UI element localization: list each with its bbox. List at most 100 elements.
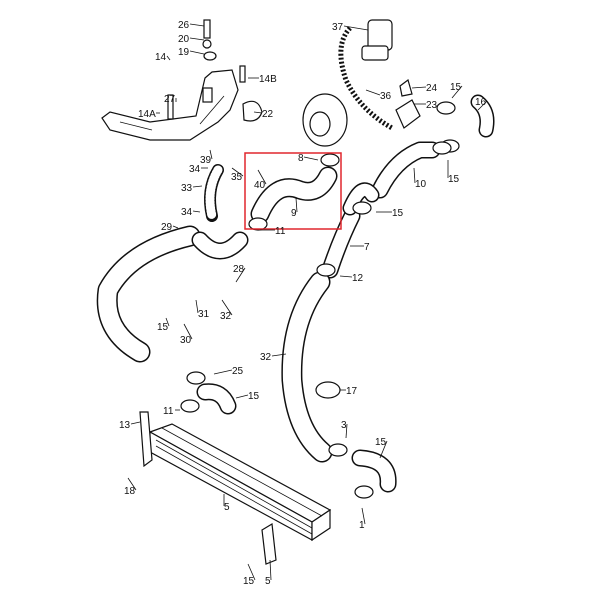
callout-15: 15 xyxy=(248,391,260,402)
ring-25 xyxy=(315,381,341,399)
callout-5: 5 xyxy=(265,576,271,587)
callout-31: 31 xyxy=(198,309,210,320)
hose-clamp xyxy=(328,443,348,457)
leader-line xyxy=(209,149,213,160)
turbocharger xyxy=(302,93,348,147)
leader-line xyxy=(257,169,267,185)
callout-32: 32 xyxy=(220,311,232,322)
callout-14A: 14A xyxy=(138,109,156,120)
callout-36: 36 xyxy=(380,91,392,102)
leader-line xyxy=(192,185,203,188)
callout-14: 14 xyxy=(155,52,167,63)
callout-15: 15 xyxy=(243,576,255,587)
callout-18: 18 xyxy=(124,486,136,497)
hose-body xyxy=(252,168,336,222)
leader-line xyxy=(361,507,366,525)
callout-1: 1 xyxy=(359,520,365,531)
leader-line xyxy=(451,85,463,99)
leader-line xyxy=(253,111,263,114)
callout-3: 3 xyxy=(341,420,347,431)
leader-line xyxy=(413,167,416,184)
highlight-box-part-9 xyxy=(244,152,342,230)
callout-25: 25 xyxy=(232,366,244,377)
leader-line xyxy=(189,23,205,27)
callout-40: 40 xyxy=(254,180,266,191)
leader-line xyxy=(165,317,170,327)
leader-line xyxy=(343,25,369,31)
leader-line xyxy=(192,210,201,213)
leader-line xyxy=(269,559,272,581)
hose-body xyxy=(98,227,199,361)
callout-22: 22 xyxy=(262,109,274,120)
hose-clamp xyxy=(186,371,206,385)
leader-line xyxy=(221,299,233,316)
callout-30: 30 xyxy=(180,335,192,346)
leader-line xyxy=(127,477,137,491)
callout-11: 11 xyxy=(275,226,286,237)
intercooler-1 xyxy=(139,411,332,565)
callout-15: 15 xyxy=(375,437,387,448)
callout-32: 32 xyxy=(260,352,272,363)
leader-line xyxy=(213,369,233,375)
hose-clamp xyxy=(352,201,372,215)
leader-line xyxy=(295,197,298,213)
callout-7: 7 xyxy=(364,242,370,253)
callout-19: 19 xyxy=(178,47,190,58)
leader-line xyxy=(172,225,179,229)
leader-line xyxy=(303,156,319,161)
callout-20: 20 xyxy=(178,34,190,45)
callout-13: 13 xyxy=(119,420,131,431)
callout-34: 34 xyxy=(181,207,193,218)
hose-body xyxy=(205,165,223,221)
leader-line xyxy=(379,440,388,459)
leader-line xyxy=(189,37,205,41)
hose-clamp xyxy=(432,141,452,155)
hose-clamp xyxy=(316,263,336,277)
leader-line xyxy=(231,167,244,177)
leader-line xyxy=(339,275,353,278)
hose-clamp xyxy=(436,101,456,115)
hose-body xyxy=(198,384,235,413)
callout-27: 27 xyxy=(164,94,176,105)
leader-line xyxy=(195,299,199,314)
valve-37 xyxy=(338,19,421,131)
hose-clamp xyxy=(248,217,268,231)
leader-line xyxy=(130,421,141,425)
callout-15: 15 xyxy=(157,322,169,333)
callout-34: 34 xyxy=(189,164,201,175)
callout-14B: 14B xyxy=(259,74,277,85)
callout-24: 24 xyxy=(426,83,438,94)
callout-35: 35 xyxy=(231,172,243,183)
hose-clamp xyxy=(354,485,374,499)
hose-body xyxy=(353,451,396,491)
callout-37: 37 xyxy=(332,22,344,33)
hoses xyxy=(96,94,495,499)
hose-clamp xyxy=(180,399,200,413)
callout-17: 17 xyxy=(346,386,358,397)
leader-line xyxy=(166,55,171,61)
hose-clamp xyxy=(320,153,340,167)
callout-16: 16 xyxy=(475,97,487,108)
callout-9: 9 xyxy=(291,208,297,219)
callout-11: 11 xyxy=(163,406,174,417)
hose-body xyxy=(282,273,331,461)
hose-body xyxy=(472,96,493,136)
callout-15: 15 xyxy=(392,208,404,219)
callout-10: 10 xyxy=(415,179,427,190)
hose-body xyxy=(373,143,439,197)
leader-line xyxy=(477,100,488,111)
leader-line xyxy=(235,267,246,283)
callout-28: 28 xyxy=(233,264,245,275)
callout-15: 15 xyxy=(448,174,460,185)
leader-line xyxy=(365,89,381,96)
bracket-14 xyxy=(101,19,263,141)
leader-line xyxy=(247,563,256,581)
leader-line xyxy=(183,323,193,340)
callout-33: 33 xyxy=(181,183,193,194)
callout-26: 26 xyxy=(178,20,190,31)
leader-line xyxy=(345,423,348,439)
callout-5: 5 xyxy=(224,502,230,513)
